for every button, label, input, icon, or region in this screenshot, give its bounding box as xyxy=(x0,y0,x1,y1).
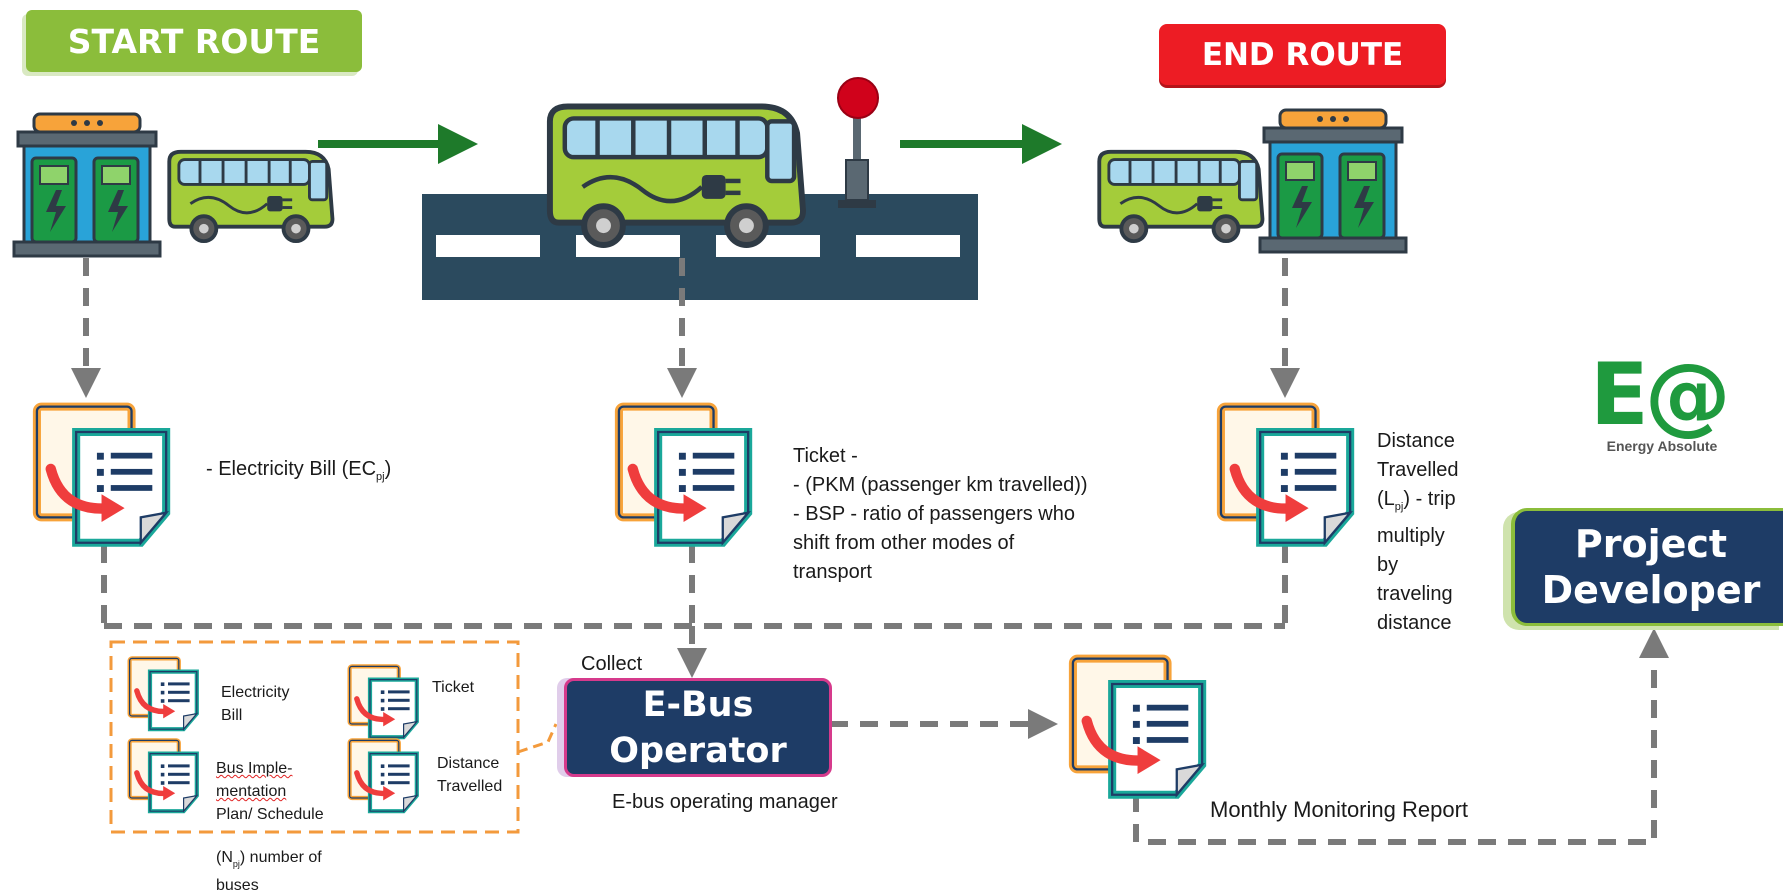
e-bus-operator-box: E-Bus Operator xyxy=(564,678,832,777)
collect-electricity-label: Electricity Bill xyxy=(221,684,290,724)
document-icon xyxy=(37,407,166,543)
project-developer-box: Project Developer xyxy=(1511,508,1783,626)
energy-absolute-logo: E@ xyxy=(1590,345,1731,445)
document-icon xyxy=(350,740,417,811)
end-route-badge: END ROUTE xyxy=(1159,24,1446,85)
collect-ticket-label: Ticket xyxy=(432,679,475,696)
electric-bus-icon xyxy=(167,149,335,244)
distance-travelled-label: Distance Travelled (Lpj) - trip multiply… xyxy=(1377,430,1459,634)
ticket-label: Ticket - - (PKM (passenger km travelled)… xyxy=(793,445,1088,583)
buses-note: (Npj) number of buses xyxy=(216,849,322,894)
electric-bus-icon xyxy=(550,107,803,245)
document-icon xyxy=(1073,659,1202,795)
charging-station-icon xyxy=(1258,108,1408,254)
document-icon xyxy=(130,740,197,811)
energy-absolute-name: Energy Absolute xyxy=(1606,438,1718,454)
collect-box xyxy=(109,640,520,834)
operator-subtitle: E-bus operating manager xyxy=(612,791,838,813)
collect-label: Collect xyxy=(581,653,643,675)
flow-arrow xyxy=(1133,628,1669,845)
bus-stop-icon xyxy=(837,77,879,208)
electric-bus-icon xyxy=(1097,149,1265,244)
document-icon xyxy=(350,666,417,737)
collect-distance-label: Distance Travelled xyxy=(437,755,503,795)
start-route-badge: START ROUTE xyxy=(26,10,362,72)
collect-bus-plan-label: Bus Imple- mentation Plan/ Schedule xyxy=(216,760,324,823)
document-icon xyxy=(619,407,748,543)
document-icon xyxy=(1221,407,1350,543)
charging-station-icon xyxy=(12,112,162,258)
document-icon xyxy=(130,658,197,729)
electricity-bill-label: - Electricity Bill (ECpj) xyxy=(206,458,392,483)
monthly-report-label: Monthly Monitoring Report xyxy=(1210,797,1469,822)
